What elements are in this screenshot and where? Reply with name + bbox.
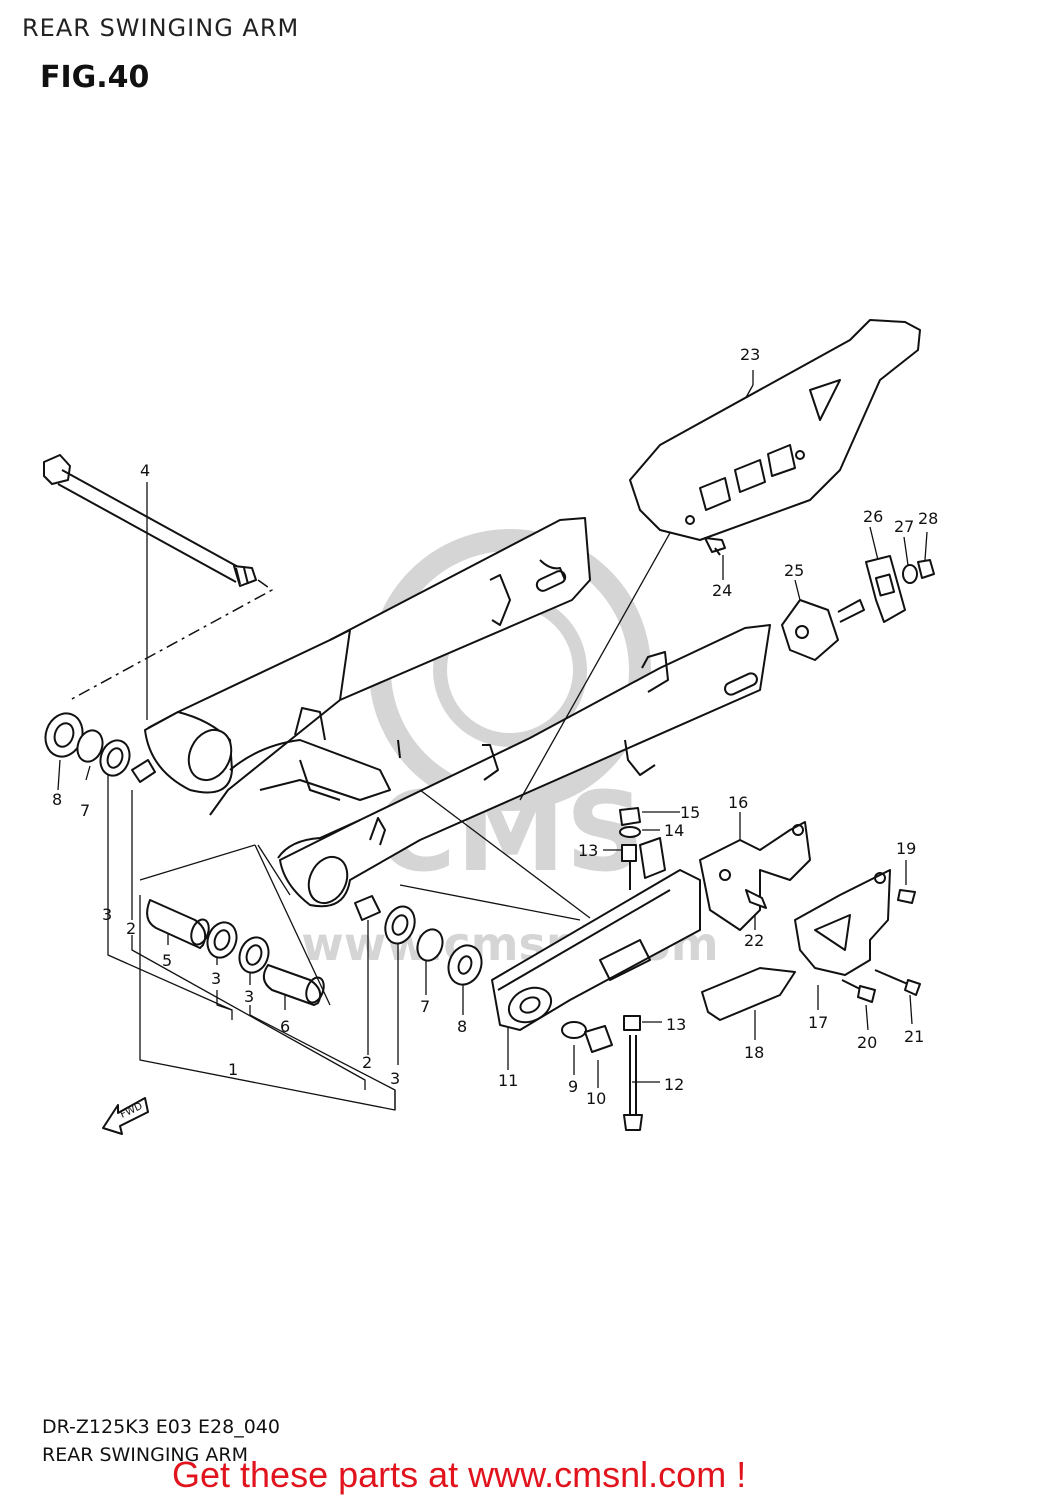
left-pivot-parts: [44, 712, 156, 783]
callout-14: 14: [664, 821, 684, 840]
callout-7-right: 7: [420, 997, 430, 1016]
fwd-arrow: FWD: [102, 1097, 149, 1135]
pivot-bolt: [43, 454, 257, 587]
callout-1: 1: [228, 1060, 238, 1079]
callout-6: 6: [280, 1017, 290, 1036]
callout-5: 5: [162, 951, 172, 970]
callout-18: 18: [744, 1043, 764, 1062]
callout-3-a: 3: [102, 905, 112, 924]
callout-3-d: 3: [390, 1069, 400, 1088]
callout-13-lower: 13: [666, 1015, 686, 1034]
callout-9: 9: [568, 1077, 578, 1096]
callout-16: 16: [728, 793, 748, 812]
callout-11: 11: [498, 1071, 518, 1090]
callout-25: 25: [784, 561, 804, 580]
callout-labels: 4 23 26 27 28 25 24 8 7 3 2 5 3 3 6 1 2 …: [52, 345, 938, 1108]
section-title: REAR SWINGING ARM: [22, 14, 300, 42]
model-code: DR-Z125K3 E03 E28_040: [42, 1416, 280, 1438]
callout-15: 15: [680, 803, 700, 822]
cmsnl-parts-link[interactable]: Get these parts at www.cmsnl.com !: [172, 1454, 747, 1495]
callout-8-right: 8: [457, 1017, 467, 1036]
callout-7-left: 7: [80, 801, 90, 820]
callout-12: 12: [664, 1075, 684, 1094]
callout-3-b: 3: [211, 969, 221, 988]
callout-19: 19: [896, 839, 916, 858]
callout-28: 28: [918, 509, 938, 528]
callout-24: 24: [712, 581, 732, 600]
figure-label: FIG.40: [40, 60, 150, 95]
callout-20: 20: [857, 1033, 877, 1052]
caliper-bracket: [699, 821, 811, 931]
slider-hardware-upper: [619, 807, 641, 890]
callout-21: 21: [904, 1027, 924, 1046]
small-bolts: [841, 889, 921, 1003]
callout-17: 17: [808, 1013, 828, 1032]
callout-10: 10: [586, 1089, 606, 1108]
callout-22: 22: [744, 931, 764, 950]
callout-27: 27: [894, 517, 914, 536]
chain-guard-bolt: [704, 537, 726, 556]
lower-bushings: [146, 895, 483, 1006]
callout-23: 23: [740, 345, 760, 364]
callout-13-upper: 13: [578, 841, 598, 860]
section-name: REAR SWINGING ARM: [42, 1444, 249, 1466]
chain-slider: [491, 837, 701, 1031]
chain-adjuster: [781, 555, 935, 661]
chain-guide-block: [701, 967, 796, 1021]
callout-4: 4: [140, 461, 150, 480]
callout-2-a: 2: [126, 919, 136, 938]
callout-8-left: 8: [52, 790, 62, 809]
swing-arm: [144, 517, 771, 908]
chain-guard: [629, 319, 921, 541]
callout-26: 26: [863, 507, 883, 526]
callout-3-c: 3: [244, 987, 254, 1006]
slider-hardware-lower: [561, 1015, 643, 1131]
callout-2-b: 2: [362, 1053, 372, 1072]
brake-plate: [794, 869, 891, 976]
leader-lines: [57, 370, 928, 1111]
